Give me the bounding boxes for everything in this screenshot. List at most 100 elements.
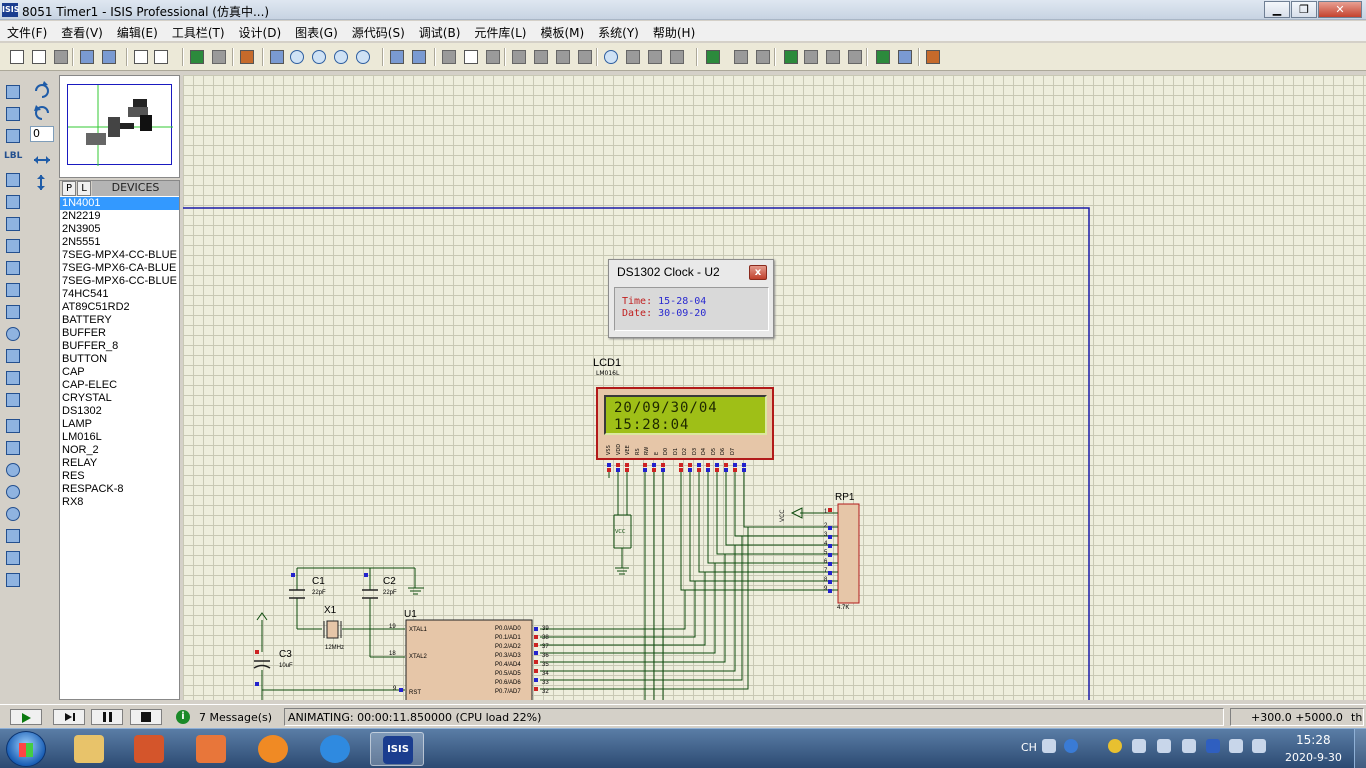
pause-button[interactable] <box>91 709 123 725</box>
package-icon[interactable] <box>646 48 664 66</box>
open-file-icon[interactable] <box>30 48 48 66</box>
help-icon[interactable] <box>1064 739 1078 753</box>
menu-graph[interactable]: 图表(G) <box>295 26 338 40</box>
generator-icon[interactable] <box>4 325 22 343</box>
zoom-area-icon[interactable] <box>354 48 372 66</box>
current-probe-icon[interactable] <box>4 369 22 387</box>
graph-icon[interactable] <box>4 281 22 299</box>
zoom-out-icon[interactable] <box>310 48 328 66</box>
wire-autorouter-icon[interactable] <box>704 48 722 66</box>
device-list-item[interactable]: BATTERY <box>62 314 112 326</box>
printer-icon[interactable] <box>1132 739 1146 753</box>
library-manager-tab[interactable]: L <box>77 181 91 196</box>
make-device-icon[interactable] <box>624 48 642 66</box>
new-file-icon[interactable] <box>8 48 26 66</box>
terminals-icon[interactable] <box>4 237 22 255</box>
device-list-item[interactable]: RES <box>62 470 85 482</box>
wire-label-icon[interactable]: LBL <box>4 149 22 167</box>
pins-icon[interactable] <box>4 259 22 277</box>
play-button[interactable] <box>10 709 42 725</box>
print-icon[interactable] <box>132 48 150 66</box>
refresh-icon[interactable] <box>188 48 206 66</box>
zoom-all-icon[interactable] <box>332 48 350 66</box>
device-list-item[interactable]: LM016L <box>62 431 102 443</box>
menu-tools[interactable]: 工具栏(T) <box>171 26 225 40</box>
usb-icon[interactable] <box>1229 739 1243 753</box>
pick-device-icon[interactable] <box>602 48 620 66</box>
menu-debug[interactable]: 调试(B) <box>418 26 461 40</box>
remove-sheet-icon[interactable] <box>802 48 820 66</box>
show-desktop-button[interactable] <box>1354 729 1366 768</box>
step-button[interactable] <box>53 709 85 725</box>
zoom-in-icon[interactable] <box>288 48 306 66</box>
device-list-item[interactable]: RESPACK-8 <box>62 483 124 495</box>
undo-icon[interactable] <box>388 48 406 66</box>
rotation-angle-input[interactable]: 0 <box>30 126 54 142</box>
new-sheet-icon[interactable] <box>782 48 800 66</box>
device-list-item[interactable]: AT89C51RD2 <box>62 301 130 313</box>
device-list-item[interactable]: BUTTON <box>62 353 108 365</box>
property-assign-icon[interactable] <box>754 48 772 66</box>
taskbar-office[interactable] <box>122 732 176 766</box>
voltage-probe-icon[interactable] <box>4 347 22 365</box>
menu-design[interactable]: 设计(D) <box>238 26 282 40</box>
paste-icon[interactable] <box>484 48 502 66</box>
ds1302-close-button[interactable]: x <box>749 265 767 280</box>
device-list-item[interactable]: LAMP <box>62 418 92 430</box>
pan-icon[interactable] <box>268 48 286 66</box>
symbol-icon[interactable] <box>4 549 22 567</box>
taskbar-explorer[interactable] <box>62 732 116 766</box>
messages-count[interactable]: 7 Message(s) <box>199 711 273 724</box>
taskbar-internet-explorer[interactable] <box>308 732 362 766</box>
menu-source[interactable]: 源代码(S) <box>351 26 405 40</box>
line-icon[interactable] <box>4 417 22 435</box>
action-center-icon[interactable] <box>1252 739 1266 753</box>
block-delete-icon[interactable] <box>576 48 594 66</box>
device-list-item[interactable]: CRYSTAL <box>62 392 112 404</box>
taskbar-pdf[interactable] <box>184 732 238 766</box>
volume-icon[interactable] <box>1182 739 1196 753</box>
pick-device-tab[interactable]: P <box>62 181 76 196</box>
overview-window[interactable] <box>59 75 180 178</box>
electrical-rules-icon[interactable] <box>896 48 914 66</box>
block-copy-icon[interactable] <box>510 48 528 66</box>
keyboard-icon[interactable] <box>1042 739 1056 753</box>
copy-icon[interactable] <box>462 48 480 66</box>
device-list-item[interactable]: RELAY <box>62 457 98 469</box>
select-mode-icon[interactable] <box>4 83 22 101</box>
start-button[interactable] <box>6 731 46 767</box>
buses-icon[interactable] <box>4 193 22 211</box>
decompose-icon[interactable] <box>668 48 686 66</box>
import-icon[interactable] <box>78 48 96 66</box>
device-list-item[interactable]: 2N5551 <box>62 236 101 248</box>
menu-edit[interactable]: 编辑(E) <box>116 26 158 40</box>
circle-icon[interactable] <box>4 461 22 479</box>
stop-button[interactable] <box>130 709 162 725</box>
redo-icon[interactable] <box>410 48 428 66</box>
ds1302-clock-popup[interactable]: DS1302 Clock - U2 x Time: 15-28-04 Date:… <box>608 259 774 338</box>
device-list-item[interactable]: 2N2219 <box>62 210 101 222</box>
virtual-instruments-icon[interactable] <box>4 391 22 409</box>
component-mode-icon[interactable] <box>4 105 22 123</box>
netlist-ares-icon[interactable] <box>924 48 942 66</box>
text-script-icon[interactable] <box>4 171 22 189</box>
rotate-anticlockwise-icon[interactable] <box>34 105 49 120</box>
clock-time[interactable]: 15:28 <box>1296 733 1331 747</box>
device-list-item[interactable]: 7SEG-MPX6-CC-BLUE <box>62 275 177 287</box>
taskbar-media-player[interactable] <box>246 732 300 766</box>
block-move-icon[interactable] <box>532 48 550 66</box>
grid-icon[interactable] <box>210 48 228 66</box>
subcircuit-icon[interactable] <box>4 215 22 233</box>
device-list-item[interactable]: BUFFER <box>62 327 106 339</box>
device-list-item[interactable]: NOR_2 <box>62 444 99 456</box>
network-icon[interactable] <box>1157 739 1171 753</box>
marker-icon[interactable] <box>4 571 22 589</box>
text-icon[interactable] <box>4 527 22 545</box>
menu-view[interactable]: 查看(V) <box>61 26 103 40</box>
cut-icon[interactable] <box>440 48 458 66</box>
device-list-item[interactable]: RX8 <box>62 496 84 508</box>
arc-icon[interactable] <box>4 483 22 501</box>
mirror-horizontal-icon[interactable] <box>34 156 50 164</box>
device-list-item[interactable]: BUFFER_8 <box>62 340 119 352</box>
